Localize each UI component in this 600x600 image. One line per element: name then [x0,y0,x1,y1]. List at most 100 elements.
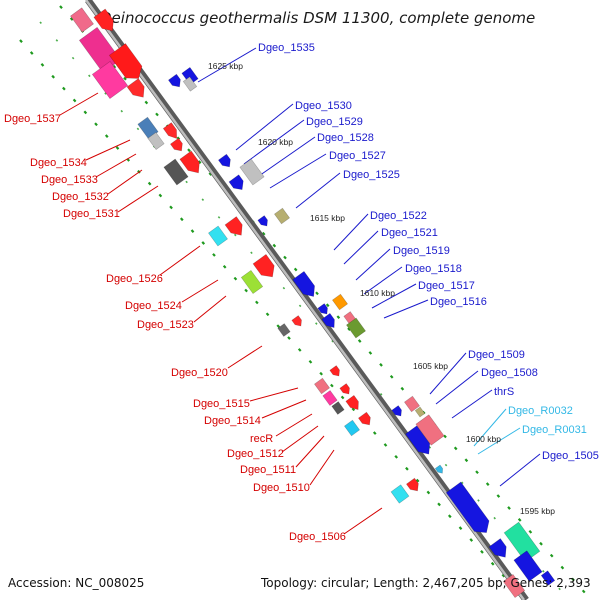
gene-label[interactable]: Dgeo_1511 [240,464,296,476]
gene-label[interactable]: recR [250,433,273,445]
leader-line [363,266,403,295]
accession-text: Accession: NC_008025 [8,576,144,590]
gene-feature [252,253,275,278]
gene-feature [163,158,189,186]
gene-feature-body [344,419,360,437]
gene-feature-body [163,158,189,186]
gene-label[interactable]: Dgeo_1528 [317,132,374,144]
gene-feature-body [329,365,340,377]
gene-label[interactable]: Dgeo_1534 [30,157,87,169]
gene-label[interactable]: Dgeo_1524 [125,300,182,312]
leader-line [181,279,219,303]
gene-feature [503,521,541,563]
gene-feature-body [314,377,330,395]
gene-feature-body [108,43,143,79]
gene-label[interactable]: Dgeo_1529 [306,116,363,128]
gene-label[interactable]: Dgeo_1522 [370,210,427,222]
gene-label[interactable]: Dgeo_1512 [227,448,284,460]
gene-feature [70,7,94,33]
gene-feature-body [218,153,231,168]
gene-feature [406,477,419,492]
gene-feature [274,207,290,225]
gene-label[interactable]: Dgeo_1537 [4,113,61,125]
leader-line [117,185,159,213]
leader-line [477,427,521,455]
gene-feature-body [70,7,94,33]
leader-line [383,299,429,319]
gene-feature [93,8,114,32]
rna-label[interactable]: Dgeo_R0031 [522,424,587,436]
rna-label[interactable]: Dgeo_R0032 [508,405,573,417]
gene-feature-body [291,315,302,327]
leader-line [371,283,417,309]
gene-label[interactable]: Dgeo_1526 [106,273,163,285]
gene-label[interactable]: Dgeo_1525 [343,169,400,181]
leader-line [435,370,479,405]
gene-feature-body [332,293,348,311]
gene-feature-body [252,253,275,278]
gene-feature [445,481,490,533]
gene-feature-body [224,216,243,236]
gene-label[interactable]: Dgeo_1530 [295,100,352,112]
gene-label[interactable]: Dgeo_1523 [137,319,194,331]
leader-line [269,153,327,189]
gene-label[interactable]: thrS [494,386,514,398]
gene-feature [240,269,264,295]
leader-line [281,425,319,453]
gene-label[interactable]: Dgeo_1515 [193,398,250,410]
tick-line-inner [39,21,567,597]
gene-feature-body [168,73,181,88]
gene-label[interactable]: Dgeo_1510 [253,482,310,494]
leader-line [193,295,227,323]
gene-feature-body [292,270,315,297]
gene-feature-body [345,394,359,411]
gene-label[interactable]: Dgeo_1516 [430,296,487,308]
gene-feature-body [126,78,145,98]
gene-label[interactable]: Dgeo_1521 [381,227,438,239]
gene-feature-body [405,425,431,455]
gene-feature-body [414,406,426,418]
gene-feature-body [540,570,556,586]
gene-label[interactable]: Dgeo_1514 [204,415,261,427]
gene-label[interactable]: Dgeo_1517 [418,280,475,292]
gene-label[interactable]: Dgeo_1505 [542,450,599,462]
gene-feature-body [390,484,410,504]
leader-line [95,153,137,178]
leader-line [107,169,143,195]
gene-feature-body [513,550,543,582]
leader-line [343,507,383,535]
gene-feature [126,78,145,98]
leader-line [451,389,493,419]
kbp-label: 1605 kbp [413,361,448,371]
map-title: Deinococcus geothermalis DSM 11300, comp… [100,9,535,27]
gene-label[interactable]: Dgeo_1509 [468,349,525,361]
gene-label[interactable]: Dgeo_1518 [405,263,462,275]
gene-feature-body [257,215,268,227]
gene-feature-body [488,538,507,558]
gene-feature-body [434,464,443,474]
gene-feature [170,137,183,152]
gene-feature-body [240,269,264,295]
gene-label[interactable]: Dgeo_1527 [329,150,386,162]
gene-label[interactable]: Dgeo_1532 [52,191,109,203]
leader-line [249,387,299,402]
gene-feature-body [415,414,445,446]
gene-label[interactable]: Dgeo_1520 [171,367,228,379]
gene-label[interactable]: Dgeo_1519 [393,245,450,257]
gene-label[interactable]: Dgeo_1506 [289,531,346,543]
gene-feature [344,419,360,437]
gene-label[interactable]: Dgeo_1531 [63,208,120,220]
gene-label[interactable]: Dgeo_1533 [41,174,98,186]
gene-label[interactable]: Dgeo_1508 [481,367,538,379]
kbp-label: 1620 kbp [258,137,293,147]
gene-feature-body [502,573,526,599]
gene-feature [405,425,431,455]
gene-feature [168,73,181,88]
leader-line [343,230,379,265]
gene-feature [321,312,335,329]
gene-feature [317,303,328,315]
gene-feature-body [147,131,165,151]
leader-line [295,172,341,209]
gene-label[interactable]: Dgeo_1535 [258,42,315,54]
leader-line [429,352,467,395]
